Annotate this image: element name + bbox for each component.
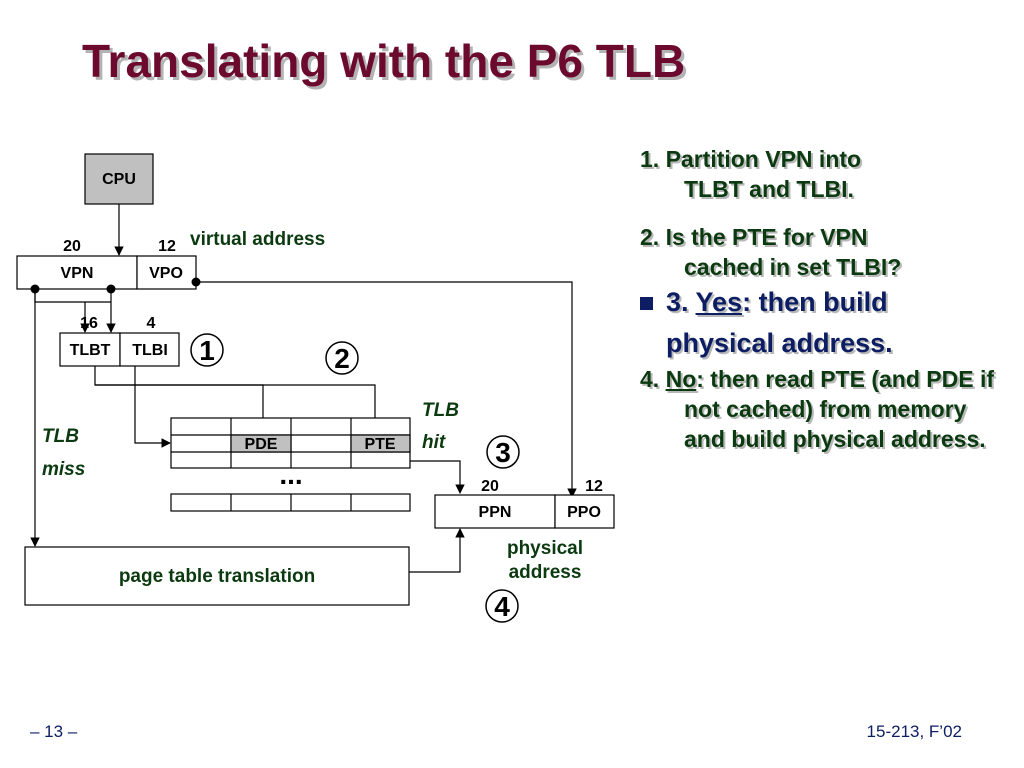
bullet-1-line2: TLBT and TLBI. xyxy=(684,176,854,202)
physical-address-line2: address xyxy=(509,562,582,583)
tlbt-bits: 16 xyxy=(80,315,98,332)
ppo-field xyxy=(554,494,615,529)
tlb-ellipsis: ... xyxy=(279,459,302,490)
tlbt-label: TLBT xyxy=(70,342,111,359)
ppn-label: PPN xyxy=(479,504,512,521)
ppo-label: PPO xyxy=(567,504,601,521)
bullet-4-keyword: No xyxy=(665,366,697,392)
bullet-3-keyword: Yes xyxy=(695,287,743,317)
bullet-3: 3. Yes: then build physical address. xyxy=(640,282,1000,364)
step-2-badge xyxy=(325,341,359,375)
tlb-hit-line2: hit xyxy=(422,432,446,453)
tlb-miss-line2: miss xyxy=(42,459,85,480)
vpo-bits: 12 xyxy=(158,238,176,255)
bullet-4-rest: : then read PTE (and PDE if not cached) … xyxy=(684,366,995,452)
step-3-number: 3 xyxy=(495,437,511,468)
square-bullet-icon xyxy=(640,297,653,310)
vpn-field xyxy=(16,255,138,290)
bullet-2-line2: cached in set TLBI? xyxy=(684,254,902,280)
physical-address-line1: physical xyxy=(507,538,583,559)
vpo-label: VPO xyxy=(149,265,183,282)
cpu-label: CPU xyxy=(102,171,136,188)
bullet-1-line1: 1. Partition VPN into xyxy=(640,146,862,172)
cpu-box xyxy=(84,153,154,205)
tlb-miss-line1: TLB xyxy=(42,426,79,447)
bullet-4: 4. No: then read PTE (and PDE if not cac… xyxy=(640,364,1000,454)
page-table-translation-box xyxy=(24,546,410,606)
step-2-number: 2 xyxy=(334,343,350,374)
tlbi-bits: 4 xyxy=(147,315,156,332)
step-3-badge xyxy=(486,435,520,469)
pde-label: PDE xyxy=(245,436,278,453)
course-label: 15-213, F’02 xyxy=(866,722,962,741)
virtual-address-label: virtual address xyxy=(190,229,325,250)
bullet-list: 1. Partition VPN into TLBT and TLBI. 2. … xyxy=(640,144,1000,454)
step-1-badge xyxy=(190,333,224,367)
tlbi-field xyxy=(119,332,180,367)
page-table-translation-label: page table translation xyxy=(119,566,315,587)
bullet-3-prefix: 3. xyxy=(666,287,696,317)
pte-label: PTE xyxy=(364,436,395,453)
vpo-field xyxy=(136,255,197,290)
bullet-2: 2. Is the PTE for VPN cached in set TLBI… xyxy=(640,222,1000,282)
bullet-4-prefix: 4. xyxy=(640,366,666,392)
tlbt-field xyxy=(59,332,121,367)
step-4-badge xyxy=(485,589,519,623)
step-4-number: 4 xyxy=(494,591,510,622)
slide-title: Translating with the P6 TLB xyxy=(82,35,686,87)
ppn-bits: 20 xyxy=(481,478,499,495)
vpn-bits: 20 xyxy=(63,238,81,255)
page-number: – 13 – xyxy=(30,722,78,741)
bullet-2-line1: 2. Is the PTE for VPN xyxy=(640,224,868,250)
step-1-number: 1 xyxy=(199,335,215,366)
bullet-3-rest: : then build physical address. xyxy=(666,287,893,358)
tlb-hit-line1: TLB xyxy=(422,400,459,421)
tlbi-label: TLBI xyxy=(132,342,168,359)
ppo-bits: 12 xyxy=(585,478,603,495)
vpn-label: VPN xyxy=(61,265,94,282)
bullet-1: 1. Partition VPN into TLBT and TLBI. xyxy=(640,144,1000,204)
